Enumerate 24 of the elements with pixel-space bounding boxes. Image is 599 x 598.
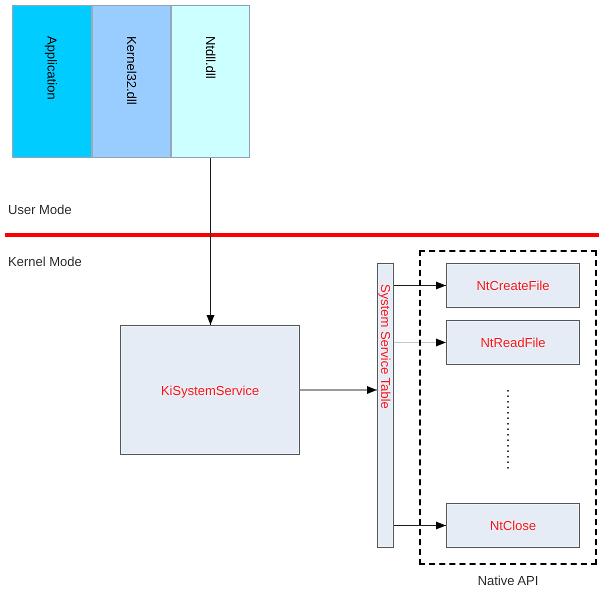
layer-box [92,5,171,158]
layer-label: Application [44,36,60,102]
layer-label: Ntdll.dll [203,36,218,81]
layer-label: Kernel32.dll [124,36,139,107]
function-name: NtClose [490,518,536,533]
function-name: NtCreateFile [476,278,550,293]
mode-label: Kernel Mode [8,254,82,269]
process-box [446,263,580,308]
process-box [446,320,580,365]
arrow [394,338,446,346]
mode-label: User Mode [8,202,72,217]
arrow [300,386,378,394]
arrow [206,158,214,326]
function-name: NtReadFile [480,335,546,350]
layer-box [12,5,92,158]
table-bar [377,263,394,548]
table-label: System Service Table [378,284,393,411]
arrow [394,522,446,530]
group-caption: Native API [476,573,540,588]
arrow [394,282,446,290]
layer-box [171,5,250,158]
process-box [446,503,580,548]
process-box [120,325,300,455]
function-name: KiSystemService [160,382,260,398]
